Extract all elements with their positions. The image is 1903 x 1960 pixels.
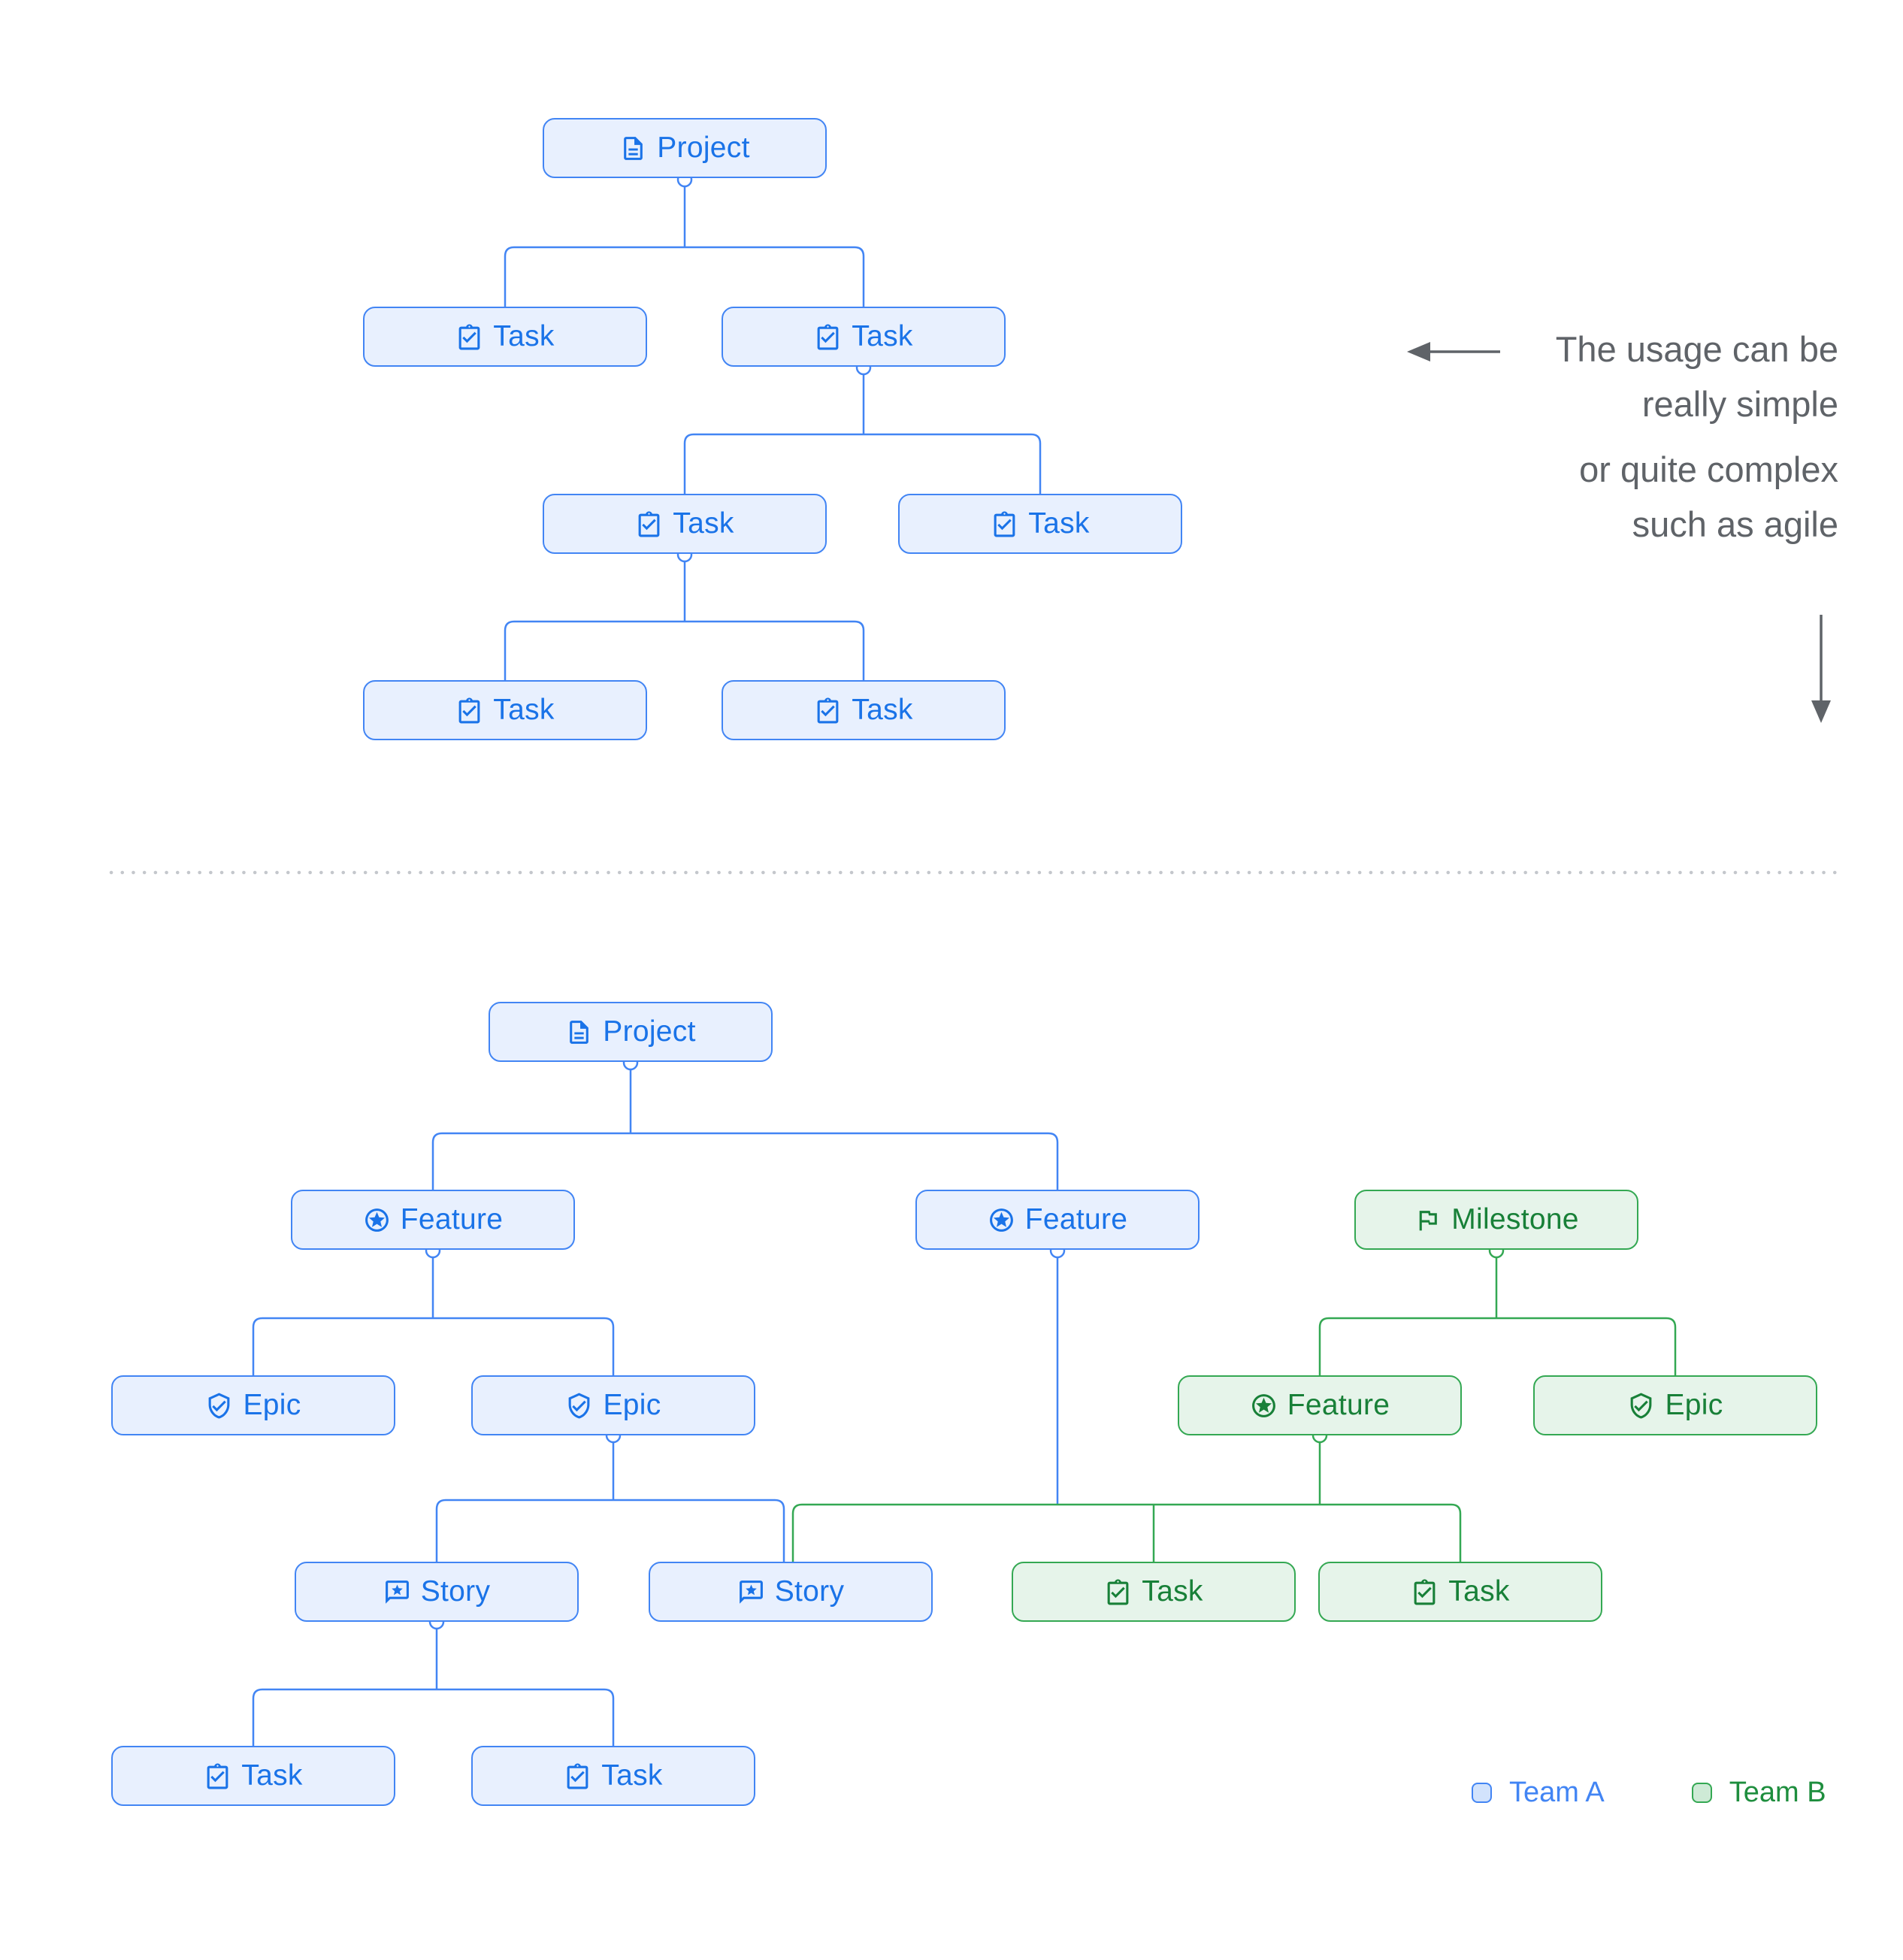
- feature-icon: [363, 1206, 391, 1234]
- node-label: Story: [420, 1575, 491, 1608]
- annotation-text: The usage can be really simple or quite …: [1267, 322, 1838, 552]
- node-milestone[interactable]: Milestone: [1354, 1190, 1638, 1250]
- node-project[interactable]: Project: [543, 118, 827, 178]
- node-feature[interactable]: Feature: [291, 1190, 575, 1250]
- node-task[interactable]: Task: [722, 680, 1006, 740]
- task-icon: [814, 697, 842, 724]
- node-task[interactable]: Task: [1012, 1562, 1296, 1622]
- feature-icon: [1250, 1392, 1278, 1420]
- task-icon: [204, 1762, 231, 1790]
- node-task[interactable]: Task: [898, 494, 1182, 554]
- task-icon: [991, 510, 1018, 538]
- legend: Team A Team B: [1472, 1777, 1826, 1809]
- document-icon: [619, 135, 647, 162]
- node-label: Task: [1028, 507, 1090, 540]
- annotation-line: or quite complex: [1579, 449, 1838, 489]
- story-icon: [383, 1578, 411, 1606]
- annotation-line: The usage can be: [1555, 329, 1838, 369]
- node-label: Project: [603, 1015, 696, 1048]
- node-task[interactable]: Task: [363, 680, 647, 740]
- legend-item-team-b: Team B: [1691, 1777, 1826, 1809]
- task-icon: [1104, 1578, 1132, 1606]
- milestone-icon: [1414, 1206, 1442, 1234]
- node-label: Epic: [1665, 1389, 1723, 1421]
- team-a-swatch: [1472, 1783, 1492, 1803]
- annotation-line: really simple: [1641, 384, 1838, 424]
- node-label: Task: [1448, 1575, 1510, 1608]
- node-label: Feature: [1287, 1389, 1390, 1421]
- node-label: Epic: [243, 1389, 301, 1421]
- epic-icon: [1627, 1392, 1655, 1420]
- node-epic[interactable]: Epic: [1533, 1375, 1817, 1435]
- node-label: Task: [601, 1759, 663, 1792]
- node-label: Task: [852, 320, 913, 352]
- node-task[interactable]: Task: [111, 1746, 395, 1806]
- node-label: Milestone: [1451, 1203, 1579, 1236]
- team-b-swatch: [1691, 1783, 1712, 1803]
- node-epic[interactable]: Epic: [111, 1375, 395, 1435]
- node-story[interactable]: Story: [295, 1562, 579, 1622]
- node-label: Epic: [603, 1389, 661, 1421]
- node-task[interactable]: Task: [722, 307, 1006, 367]
- node-feature[interactable]: Feature: [915, 1190, 1200, 1250]
- epic-icon: [205, 1392, 233, 1420]
- legend-item-team-a: Team A: [1472, 1777, 1605, 1809]
- legend-label: Team A: [1509, 1777, 1605, 1808]
- legend-label: Team B: [1729, 1777, 1826, 1808]
- node-label: Story: [774, 1575, 845, 1608]
- epic-icon: [565, 1392, 593, 1420]
- node-task[interactable]: Task: [1318, 1562, 1602, 1622]
- node-feature[interactable]: Feature: [1178, 1375, 1462, 1435]
- node-label: Feature: [400, 1203, 504, 1236]
- task-icon: [1411, 1578, 1439, 1606]
- task-icon: [455, 323, 483, 351]
- annotation-line: such as agile: [1632, 504, 1838, 544]
- node-label: Task: [493, 694, 555, 726]
- task-icon: [635, 510, 663, 538]
- node-label: Project: [657, 132, 750, 164]
- task-icon: [455, 697, 483, 724]
- team-a-connectors: [252, 178, 1059, 1746]
- node-story[interactable]: Story: [649, 1562, 933, 1622]
- story-icon: [737, 1578, 765, 1606]
- document-icon: [565, 1018, 593, 1046]
- task-icon: [814, 323, 842, 351]
- node-label: Task: [673, 507, 734, 540]
- node-label: Feature: [1024, 1203, 1128, 1236]
- node-label: Task: [241, 1759, 303, 1792]
- down-arrow-icon: [1811, 615, 1831, 723]
- node-task[interactable]: Task: [363, 307, 647, 367]
- node-label: Task: [852, 694, 913, 726]
- node-project[interactable]: Project: [489, 1002, 773, 1062]
- task-icon: [564, 1762, 591, 1790]
- node-task[interactable]: Task: [471, 1746, 755, 1806]
- node-epic[interactable]: Epic: [471, 1375, 755, 1435]
- node-task[interactable]: Task: [543, 494, 827, 554]
- feature-icon: [988, 1206, 1015, 1234]
- node-label: Task: [1142, 1575, 1203, 1608]
- node-label: Task: [493, 320, 555, 352]
